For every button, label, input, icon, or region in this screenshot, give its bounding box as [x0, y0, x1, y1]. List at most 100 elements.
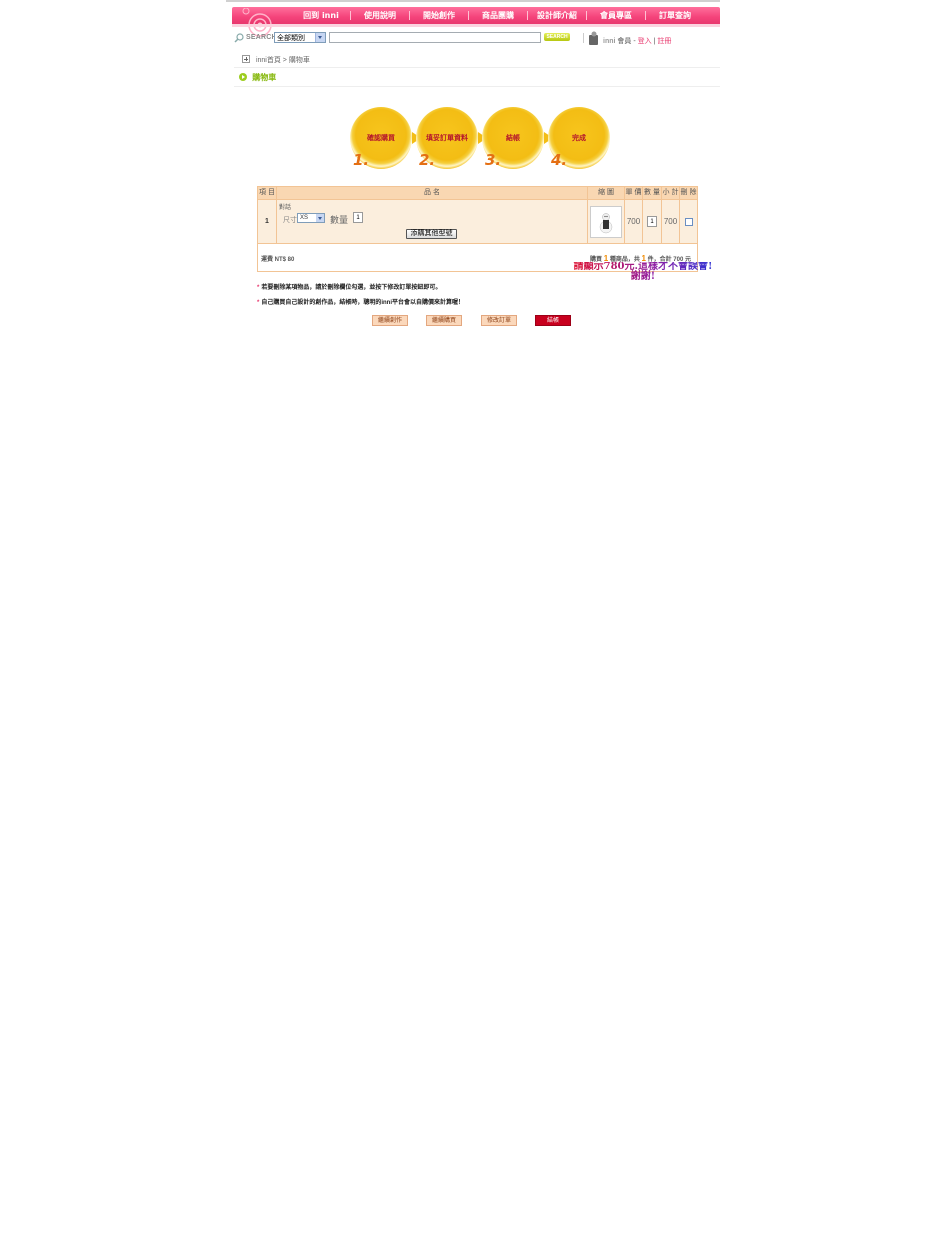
- continue-shopping-button[interactable]: 繼續購買: [426, 315, 462, 326]
- nav-divider: [527, 11, 528, 20]
- size-label: 尺寸: [283, 217, 297, 224]
- header-price: 單 價: [625, 187, 643, 199]
- modify-order-button[interactable]: 修改訂單: [481, 315, 517, 326]
- nav-item-help[interactable]: 使用說明: [364, 11, 396, 20]
- nav-item-member[interactable]: 會員專區: [600, 11, 632, 20]
- chevron-down-icon: [315, 33, 325, 42]
- nav-divider: [586, 11, 587, 20]
- member-icon: [589, 31, 598, 45]
- section-title: 購物車: [239, 72, 276, 83]
- price-note-annotation: 請顯示780元.這樣才不會誤會! 謝謝!: [570, 262, 716, 282]
- row-price: 700: [625, 200, 643, 243]
- note-text: 自己購買自己設計的創作品，結帳時，聰明的inni平台會以自購價來計算喔！: [261, 300, 465, 306]
- row-quantity-input[interactable]: 1: [647, 216, 657, 227]
- quantity-label: 數量: [330, 215, 349, 225]
- step-circle-1: 確認購買: [350, 107, 412, 169]
- nav-underline: [232, 24, 720, 27]
- note-text: 若要刪除某項物品，請於刪除欄位勾選，並按下修改訂單按鈕即可。: [261, 285, 442, 291]
- cart-table: 項 目 品 名 縮 圖 單 價 數 量 小 計 刪 除 1 對話 尺寸 XS 數…: [257, 186, 698, 272]
- row-delete-cell: [680, 200, 697, 243]
- nav-item-group-buy[interactable]: 商品團購: [482, 11, 514, 20]
- continue-create-button[interactable]: 繼續創作: [372, 315, 408, 326]
- login-link[interactable]: 登入: [637, 38, 652, 45]
- top-border: [226, 0, 720, 2]
- search-input[interactable]: [329, 32, 541, 43]
- product-image-icon: [599, 212, 613, 233]
- summary-count: 1: [641, 254, 646, 263]
- nav-divider: [350, 11, 351, 20]
- summary-prefix: 購買: [590, 257, 603, 263]
- step-circle-2: 填妥訂單資料: [416, 107, 478, 169]
- table-row: 1 對話 尺寸 XS 數量 1 添購其他型號: [258, 200, 697, 244]
- search-button[interactable]: SEARCH: [544, 33, 570, 41]
- search-bar: SEARCH 全部類別 SEARCH inni 會員 - 登入 | 註冊: [234, 31, 720, 45]
- size-select[interactable]: XS: [297, 213, 325, 223]
- register-link[interactable]: 註冊: [657, 38, 672, 45]
- nav-item-designers[interactable]: 設計師介紹: [537, 11, 577, 20]
- nav-item-create[interactable]: 開始創作: [423, 11, 455, 20]
- expand-icon: [242, 55, 250, 63]
- chevron-down-icon: [316, 214, 324, 222]
- nav-divider: [409, 11, 410, 20]
- member-brand: inni: [603, 38, 616, 45]
- checkout-button[interactable]: 結帳: [535, 315, 571, 326]
- member-links: inni 會員 - 登入 | 註冊: [603, 36, 671, 46]
- search-label: SEARCH: [246, 34, 277, 41]
- nav-item-home[interactable]: 回到 inni: [303, 11, 339, 20]
- delete-checkbox[interactable]: [684, 217, 693, 226]
- asterisk-icon: *: [257, 285, 260, 291]
- step-number: 3.: [485, 151, 502, 169]
- note-line: *自己購買自己設計的創作品，結帳時，聰明的inni平台會以自購價來計算喔！: [257, 296, 464, 311]
- size-selected-value: XS: [300, 215, 309, 221]
- divider: [234, 86, 720, 87]
- row-product-cell: 對話 尺寸 XS 數量 1 添購其他型號: [277, 200, 588, 243]
- breadcrumb: inni首頁 > 購物車: [242, 55, 310, 65]
- shipping-fee: 運費 NT$ 80: [261, 257, 295, 263]
- header-delete: 刪 除: [680, 189, 697, 196]
- step-circle-4: 完成: [548, 107, 610, 169]
- cart-notes: *若要刪除某項物品，請於刪除欄位勾選，並按下修改訂單按鈕即可。 *自己購買自己設…: [257, 281, 464, 311]
- breadcrumb-text[interactable]: inni首頁 > 購物車: [255, 57, 310, 64]
- header-name: 品 名: [277, 187, 588, 199]
- category-selected-value: 全部類別: [277, 35, 305, 42]
- add-other-model-button[interactable]: 添購其他型號: [406, 229, 457, 239]
- quantity-input[interactable]: 1: [353, 212, 363, 223]
- checkout-steps: 確認購買 填妥訂單資料 結帳 完成 1. 2. 3. 4.: [346, 107, 616, 175]
- step-number: 2.: [419, 151, 436, 169]
- summary-mid: 種商品，共: [609, 257, 640, 263]
- main-nav: 回到 inni 使用說明 開始創作 商品團購 設計師介紹 會員專區 訂單查詢: [232, 7, 720, 37]
- member-label: 會員 -: [617, 38, 636, 45]
- nav-divider: [468, 11, 469, 20]
- table-footer: 運費 NT$ 80 購買 1 種商品，共 1 件，合計 700 元: [258, 244, 697, 271]
- divider: [234, 67, 720, 68]
- product-thumbnail[interactable]: [590, 205, 622, 238]
- row-index: 1: [258, 200, 277, 243]
- step-circle-3: 結帳: [482, 107, 544, 169]
- row-qty-cell: 1: [643, 200, 662, 243]
- divider: [583, 33, 584, 43]
- section-title-text: 購物車: [252, 73, 277, 82]
- nav-divider: [645, 11, 646, 20]
- header-subtotal: 小 計: [662, 187, 680, 199]
- category-select[interactable]: 全部類別: [274, 32, 326, 43]
- nav-item-orders[interactable]: 訂單查詢: [659, 11, 691, 20]
- table-header: 項 目 品 名 縮 圖 單 價 數 量 小 計 刪 除: [258, 187, 697, 200]
- step-number: 1.: [353, 151, 370, 169]
- row-subtotal: 700: [662, 200, 680, 243]
- header-image: 縮 圖: [588, 187, 625, 199]
- header-item: 項 目: [258, 187, 277, 199]
- asterisk-icon: *: [257, 300, 260, 306]
- row-image-cell: [588, 200, 625, 243]
- order-summary: 購買 1 種商品，共 1 件，合計 700 元: [590, 254, 691, 263]
- summary-kinds: 1: [603, 254, 609, 263]
- header-qty: 數 量: [643, 187, 662, 199]
- step-label: 完成: [572, 134, 586, 142]
- play-arrow-icon: [239, 73, 247, 81]
- member-separator: |: [653, 38, 656, 45]
- step-number: 4.: [551, 151, 568, 169]
- step-label: 結帳: [506, 134, 520, 142]
- step-label: 填妥訂單資料: [426, 134, 468, 142]
- summary-suffix: 件，合計 700 元: [647, 257, 691, 263]
- product-name[interactable]: 對話: [279, 205, 292, 211]
- note-line: *若要刪除某項物品，請於刪除欄位勾選，並按下修改訂單按鈕即可。: [257, 281, 464, 296]
